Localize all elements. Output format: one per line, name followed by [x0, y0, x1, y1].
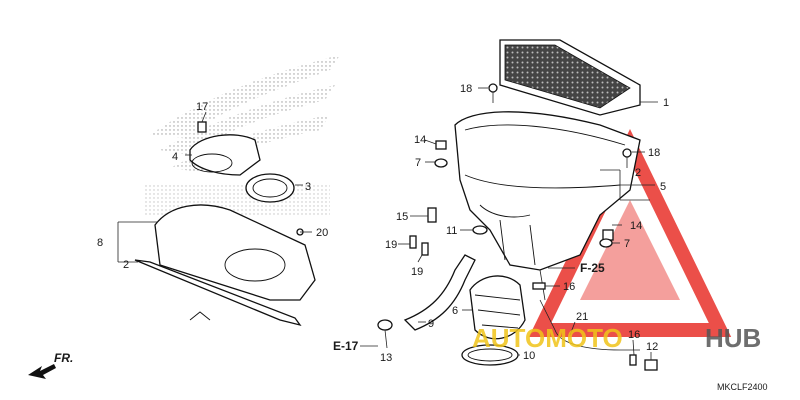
- callout-21: 21: [576, 311, 588, 323]
- front-direction-label: FR.: [54, 351, 73, 365]
- seal-ring: [245, 173, 295, 203]
- watermark-word-a: AUTOMOTO: [472, 323, 623, 353]
- drain-hose: [403, 254, 476, 331]
- plug-12: [644, 359, 658, 371]
- connecting-tube: [469, 275, 526, 340]
- callout-12: 12: [646, 341, 658, 353]
- callout-18: 18: [460, 83, 472, 95]
- clip-11: [472, 225, 488, 235]
- callout-2: 2: [635, 167, 641, 179]
- leader-lines: [117, 87, 658, 360]
- air-filter-element: [499, 39, 641, 116]
- watermark-text: AUTOMOTO HUB: [472, 323, 761, 353]
- bolt-17: [197, 121, 207, 133]
- callout-18: 18: [648, 147, 660, 159]
- callout-8: 8: [97, 237, 103, 249]
- bolt-19-a: [409, 235, 417, 249]
- clip-16-a: [532, 282, 546, 290]
- callout-4: 4: [172, 151, 178, 163]
- callout-3: 3: [305, 181, 311, 193]
- callout-13: 13: [380, 352, 392, 364]
- callout-16: 16: [628, 329, 640, 341]
- callout-6: 6: [452, 305, 458, 317]
- collar-14-left: [435, 140, 447, 150]
- ref-e17: E-17: [333, 339, 359, 353]
- screw-18-right: [622, 148, 632, 168]
- grommet-7-left: [434, 158, 448, 168]
- ref-f25: F-25: [580, 261, 605, 275]
- callout-14: 14: [630, 220, 642, 232]
- grommet-7-right: [599, 238, 613, 248]
- callout-17: 17: [196, 101, 208, 113]
- callout-16: 16: [563, 281, 575, 293]
- air-funnel: [189, 134, 261, 176]
- bolt-19-b: [421, 242, 429, 256]
- callout-19: 19: [411, 266, 423, 278]
- callout-2: 2: [123, 259, 129, 271]
- clip-16-b: [629, 354, 637, 366]
- clip-13: [377, 319, 393, 331]
- bolt-15: [427, 207, 437, 223]
- air-cleaner-case: [454, 111, 641, 271]
- tube-band-clamp: [461, 344, 519, 366]
- callout-20: 20: [316, 227, 328, 239]
- callout-9: 9: [428, 318, 434, 330]
- callout-11: 11: [446, 225, 457, 237]
- diagram-code: MKCLF2400: [717, 382, 768, 392]
- callout-5: 5: [660, 181, 666, 193]
- air-cleaner-cover: [134, 204, 316, 327]
- callout-labels: 1 2 2 3 4 5 6 7 7 8 9 10 11 12 13 14 14 …: [97, 83, 669, 364]
- callout-15: 15: [396, 211, 408, 223]
- watermark-word-b: HUB: [705, 323, 761, 353]
- callout-1: 1: [663, 97, 669, 109]
- callout-14: 14: [414, 134, 426, 146]
- callout-7: 7: [624, 238, 630, 250]
- callout-7: 7: [415, 157, 421, 169]
- screw-18-top: [488, 83, 498, 103]
- callout-10: 10: [523, 350, 535, 362]
- front-direction-arrow-icon: [28, 364, 56, 379]
- callout-19: 19: [385, 239, 397, 251]
